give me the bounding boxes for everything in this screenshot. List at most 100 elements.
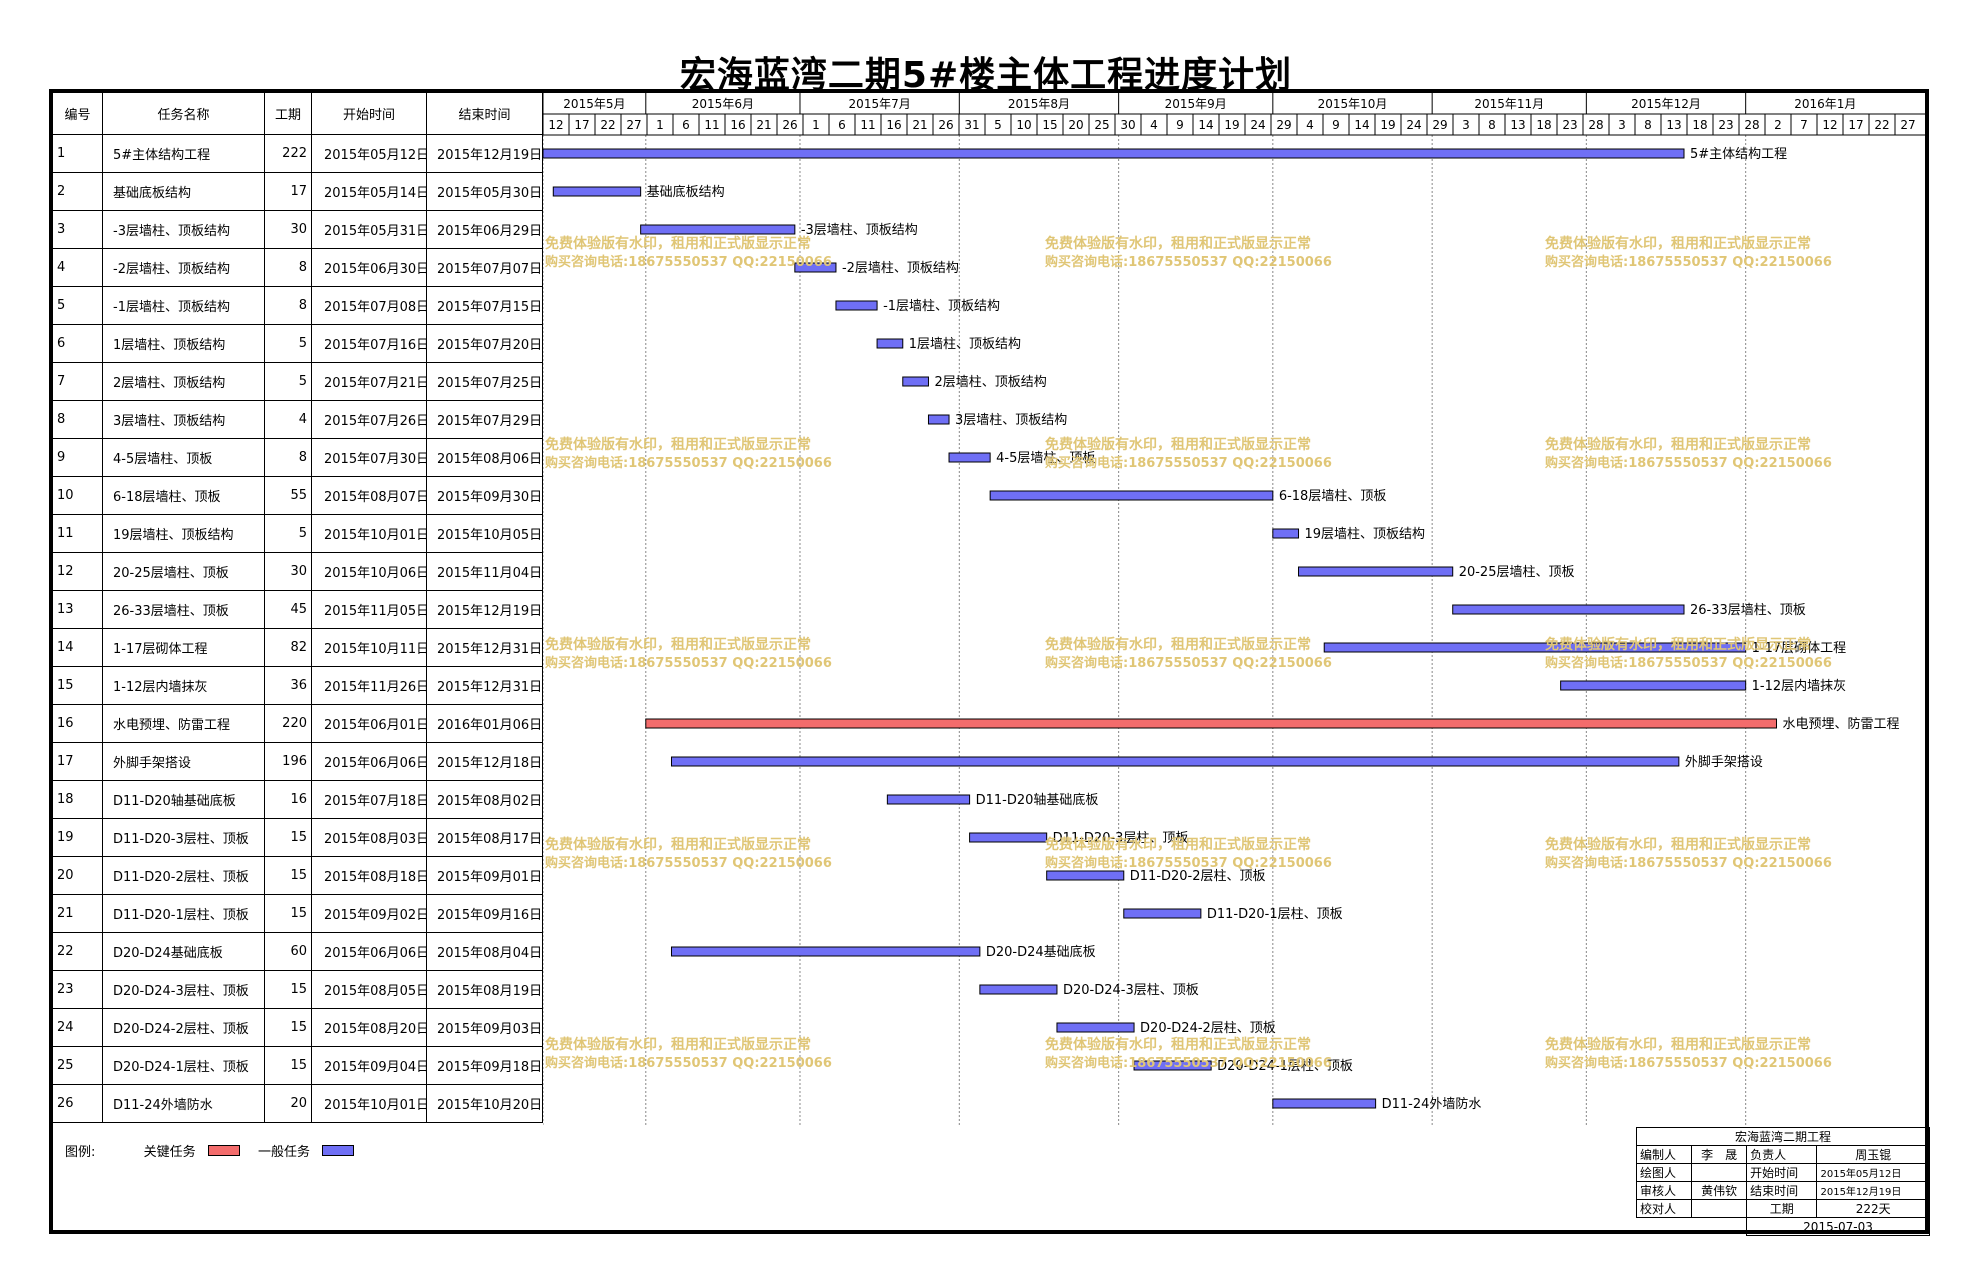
day-tick-label: 9 <box>1176 118 1184 132</box>
task-bar <box>969 832 1048 843</box>
task-end-cell: 2015年12月31日 <box>427 629 543 667</box>
task-duration-cell: 15 <box>265 857 312 895</box>
task-bar <box>886 794 971 805</box>
task-bar <box>835 300 878 311</box>
task-bar-label: 外脚手架搭设 <box>1685 754 1763 770</box>
month-label: 2016年1月 <box>1794 97 1856 111</box>
info-end-label: 结束时间 <box>1746 1181 1818 1200</box>
task-id-cell: 15 <box>53 667 103 705</box>
task-start-cell: 2015年06月06日 <box>312 743 427 781</box>
day-tick-label: 12 <box>1822 118 1837 132</box>
task-bar-label: 6-18层墙柱、顶板 <box>1279 489 1387 504</box>
info-reviewer: 黄伟钦 <box>1691 1181 1748 1200</box>
task-start-cell: 2015年08月05日 <box>312 971 427 1009</box>
watermark-line2: 购买咨询电话:18675550537 QQ:22150066 <box>1045 655 1332 671</box>
watermark-line2: 购买咨询电话:18675550537 QQ:22150066 <box>545 855 832 871</box>
task-id-cell: 25 <box>53 1047 103 1085</box>
task-name-cell: D11-D20-2层柱、顶板 <box>103 857 265 895</box>
watermark-line2: 购买咨询电话:18675550537 QQ:22150066 <box>1545 855 1832 871</box>
task-name-cell: 19层墙柱、顶板结构 <box>103 515 265 553</box>
info-drafter-label: 绘图人 <box>1635 1163 1693 1182</box>
watermark-line2: 购买咨询电话:18675550537 QQ:22150066 <box>1045 1055 1332 1071</box>
day-tick-label: 21 <box>912 118 927 132</box>
task-duration-cell: 196 <box>265 743 312 781</box>
month-label: 2015年11月 <box>1474 97 1544 111</box>
task-duration-cell: 30 <box>265 553 312 591</box>
task-bar <box>1056 1022 1135 1033</box>
day-tick-label: 19 <box>1224 118 1239 132</box>
task-start-cell: 2015年07月16日 <box>312 325 427 363</box>
day-tick-label: 23 <box>1718 118 1733 132</box>
task-bar-label: 19层墙柱、顶板结构 <box>1305 527 1426 542</box>
task-end-cell: 2015年07月20日 <box>427 325 543 363</box>
legend-normal-swatch <box>322 1145 355 1156</box>
task-bar-label: D11-24外墙防水 <box>1382 1096 1482 1112</box>
watermark-line1: 免费体验版有水印，租用和正式版显示正常 <box>1545 636 1811 653</box>
task-end-cell: 2015年10月05日 <box>427 515 543 553</box>
day-tick-label: 26 <box>782 118 797 132</box>
info-project: 宏海蓝湾二期工程 <box>1636 1127 1930 1146</box>
task-duration-cell: 15 <box>265 895 312 933</box>
watermark-line1: 免费体验版有水印，租用和正式版显示正常 <box>545 636 811 653</box>
month-label: 2015年5月 <box>563 97 625 111</box>
day-tick-label: 2 <box>1774 118 1782 132</box>
task-start-cell: 2015年09月04日 <box>312 1047 427 1085</box>
task-bar-label: 水电预埋、防雷工程 <box>1783 716 1900 732</box>
task-duration-cell: 8 <box>265 439 312 477</box>
task-id-cell: 1 <box>53 135 103 173</box>
task-id-cell: 20 <box>53 857 103 895</box>
task-id-cell: 24 <box>53 1009 103 1047</box>
watermark-line1: 免费体验版有水印，租用和正式版显示正常 <box>1045 636 1311 653</box>
info-end: 2015年12月19日 <box>1816 1181 1930 1200</box>
day-tick-label: 3 <box>1618 118 1626 132</box>
task-bar <box>543 148 1685 159</box>
task-duration-cell: 17 <box>265 173 312 211</box>
task-name-cell: 2层墙柱、顶板结构 <box>103 363 265 401</box>
task-id-cell: 21 <box>53 895 103 933</box>
task-end-cell: 2015年12月31日 <box>427 667 543 705</box>
task-start-cell: 2015年08月18日 <box>312 857 427 895</box>
task-id-cell: 10 <box>53 477 103 515</box>
task-id-cell: 26 <box>53 1085 103 1123</box>
task-id-cell: 13 <box>53 591 103 629</box>
task-start-cell: 2015年06月01日 <box>312 705 427 743</box>
task-duration-cell: 15 <box>265 1047 312 1085</box>
task-bar-label: 基础底板结构 <box>647 184 725 200</box>
task-bar <box>1046 870 1125 881</box>
task-end-cell: 2015年09月18日 <box>427 1047 543 1085</box>
task-bar-label: 20-25层墙柱、顶板 <box>1459 565 1575 580</box>
day-tick-label: 3 <box>1462 118 1470 132</box>
task-id-cell: 18 <box>53 781 103 819</box>
day-tick-label: 28 <box>1744 118 1759 132</box>
task-bar <box>1560 680 1747 691</box>
info-owner-label: 负责人 <box>1746 1145 1818 1164</box>
task-start-cell: 2015年11月05日 <box>312 591 427 629</box>
watermark-line2: 购买咨询电话:18675550537 QQ:22150066 <box>545 455 832 471</box>
task-end-cell: 2015年09月01日 <box>427 857 543 895</box>
day-tick-label: 16 <box>730 118 745 132</box>
task-bar-label: -2层墙柱、顶板结构 <box>842 261 959 276</box>
watermark-line2: 购买咨询电话:18675550537 QQ:22150066 <box>1545 1055 1832 1071</box>
task-start-cell: 2015年06月06日 <box>312 933 427 971</box>
task-end-cell: 2015年09月03日 <box>427 1009 543 1047</box>
day-tick-label: 6 <box>838 118 846 132</box>
task-bar <box>989 490 1274 501</box>
day-tick-label: 25 <box>1094 118 1109 132</box>
day-tick-label: 28 <box>1588 118 1603 132</box>
task-bar <box>902 376 929 387</box>
task-id-cell: 6 <box>53 325 103 363</box>
task-name-cell: 4-5层墙柱、顶板 <box>103 439 265 477</box>
task-duration-cell: 82 <box>265 629 312 667</box>
info-duration-label: 工期 <box>1746 1199 1818 1218</box>
task-start-cell: 2015年05月14日 <box>312 173 427 211</box>
task-name-cell: -3层墙柱、顶板结构 <box>103 211 265 249</box>
task-name-cell: D20-D24-2层柱、顶板 <box>103 1009 265 1047</box>
task-id-cell: 22 <box>53 933 103 971</box>
watermark-line2: 购买咨询电话:18675550537 QQ:22150066 <box>545 254 832 270</box>
task-start-cell: 2015年05月31日 <box>312 211 427 249</box>
task-bar <box>1133 1060 1212 1071</box>
info-duration: 222天 <box>1816 1199 1930 1218</box>
day-tick-label: 18 <box>1536 118 1551 132</box>
day-tick-label: 14 <box>1354 118 1369 132</box>
month-label: 2015年7月 <box>849 97 911 111</box>
